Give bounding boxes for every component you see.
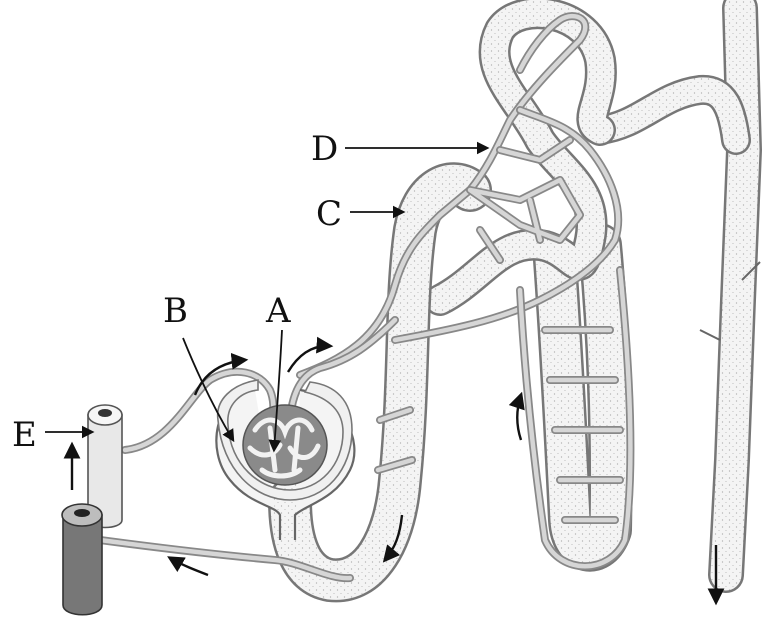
label-d: D xyxy=(311,129,338,169)
connecting-tubule xyxy=(585,74,751,155)
loop-of-henle xyxy=(533,223,633,572)
glomerulus xyxy=(242,404,328,486)
flow-arrows xyxy=(63,336,725,606)
label-a: A xyxy=(265,291,291,331)
label-c: C xyxy=(316,194,342,234)
collecting-duct xyxy=(699,0,762,593)
capillary-network xyxy=(296,12,635,571)
leader-lines xyxy=(45,141,490,453)
proximal-convoluted-tubule xyxy=(268,162,492,603)
label-e: E xyxy=(12,415,37,455)
renal-vessels xyxy=(61,404,123,616)
distal-convoluted-tubule xyxy=(424,0,617,316)
label-b: B xyxy=(163,291,188,331)
